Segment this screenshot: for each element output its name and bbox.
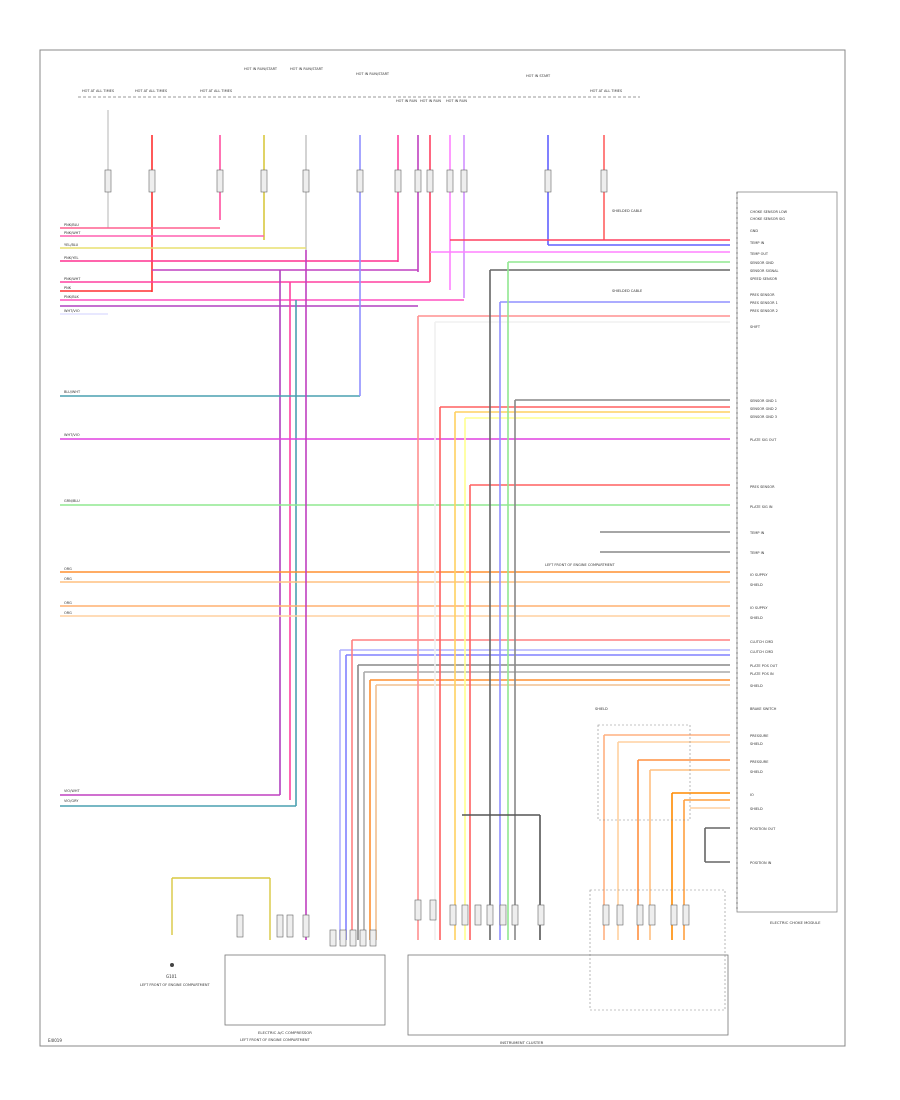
wire-label: WHT/VIO	[64, 433, 80, 437]
ecm-pin: SHIELD	[750, 770, 763, 774]
ecm-pin: PRES SENSOR 1	[750, 301, 778, 305]
ecm-pin: SHIELD	[750, 742, 763, 746]
ecm-pin: POSITION OUT	[750, 827, 776, 831]
wire-label: YEL/BLU	[64, 243, 79, 247]
fuse-labels: HOT AT ALL TIMES HOT AT ALL TIMES HOT AT…	[82, 67, 623, 103]
shield-boxes	[589, 724, 726, 1011]
ecm-pin: TEMP OUT	[749, 252, 769, 256]
fuse-label: HOT IN RUN	[396, 99, 417, 103]
bottom-connectors	[236, 899, 690, 947]
ecm-pin: PRES SENSOR 2	[750, 309, 778, 313]
ecm-pin: SHIFT	[750, 325, 761, 329]
ground-label: G101	[166, 974, 177, 979]
wire-label: BLU/WHT	[64, 390, 81, 394]
ac-compressor-location: LEFT FRONT OF ENGINE COMPARTMENT	[240, 1038, 310, 1042]
ecm-pin: TEMP IN	[749, 241, 765, 245]
fuse-label: HOT AT ALL TIMES	[200, 89, 233, 93]
fuse-label: HOT IN RUN/START	[290, 67, 324, 71]
wire-label: PNK/YEL	[64, 256, 79, 260]
ecm-block	[736, 191, 838, 913]
ecm-pin: PRESSURE	[750, 734, 768, 738]
fuse-label: HOT IN START	[526, 74, 551, 78]
ecm-pin: SENSOR SIGNAL	[750, 269, 779, 273]
ecm-pin-labels: CHOKE SENSOR LOW CHOKE SENSOR SIG GND TE…	[749, 210, 788, 865]
wire-label: VIO/GRY	[64, 799, 79, 803]
figure-id: E4I019	[48, 1038, 62, 1043]
fuse-label: HOT IN RUN	[446, 99, 467, 103]
ground-desc: LEFT FRONT OF ENGINE COMPARTMENT	[140, 983, 210, 987]
wire-label: PNK/WHT	[64, 277, 81, 281]
mid-harness	[60, 220, 730, 807]
top-harness	[60, 227, 464, 806]
ac-compressor-label: ELECTRIC A/C COMPRESSOR	[258, 1030, 312, 1035]
ecm-pin: CLUTCH CMD	[750, 640, 773, 644]
wire-label: PNK/BLU	[64, 223, 79, 227]
ecm-pin: PRES SENSOR	[750, 293, 775, 297]
ecm-pin: PRES SENSOR	[750, 485, 775, 489]
fuse-label: HOT AT ALL TIMES	[590, 89, 623, 93]
ecm-pin: GND	[750, 229, 758, 233]
ecm-label: ELECTRIC CHOKE MODULE	[770, 920, 821, 925]
wire-label: ORG	[64, 601, 72, 605]
cluster-trunks	[305, 250, 541, 940]
ecm-pin: SHIELD	[750, 684, 763, 688]
ecm-pin: TEMP IN	[749, 551, 765, 555]
ecm-pin: SENSOR GND 3	[750, 415, 777, 419]
ground-circuit	[170, 877, 271, 967]
diagram-border	[39, 49, 846, 1047]
wire-label: PNK/BLK	[64, 295, 80, 299]
ecm-pin: PRESSURE	[750, 760, 768, 764]
wire-label: PNK/WHT	[64, 231, 81, 235]
ecm-pin: SHIELD	[750, 807, 763, 811]
ecm-pin: SHIELD	[750, 583, 763, 587]
annotation: LEFT FRONT OF ENGINE COMPARTMENT	[545, 563, 615, 567]
ecm-pin: SENSOR GND 1	[750, 399, 777, 403]
annotation: SHIELD	[595, 707, 608, 711]
ecm-pin: CLUTCH CMD	[750, 650, 773, 654]
fuse-label: HOT IN RUN/START	[244, 67, 278, 71]
ecm-pin: IO SUPPLY	[750, 573, 768, 577]
ecm-pin: POSITION IN	[750, 861, 772, 865]
ecm-pin: IO	[750, 793, 754, 797]
ecm-pin: SHIELD	[750, 616, 763, 620]
ecm-harness	[340, 239, 730, 686]
ecm-pin: SENSOR GND 2	[750, 407, 777, 411]
wire-label: GRN/BLU	[64, 499, 80, 503]
module-outlines	[224, 954, 729, 1036]
wire-label: PNK	[64, 286, 72, 290]
ecm-pin: BRAKE SWITCH	[750, 707, 777, 711]
annotation: SHIELDED CABLE	[612, 209, 642, 213]
fuse-label: HOT AT ALL TIMES	[135, 89, 168, 93]
ecm-pin: CHOKE SENSOR SIG	[750, 217, 785, 221]
annotation: SHIELDED CABLE	[612, 289, 642, 293]
ecm-pin: CHOKE SENSOR LOW	[750, 210, 788, 214]
ecm-pin: SENSOR GND	[750, 261, 774, 265]
ecm-pin: PLATE POS OUT	[750, 664, 778, 668]
wire-label: WHT/VIO	[64, 309, 80, 313]
ecm-pin: IO SUPPLY	[750, 606, 768, 610]
ecm-pin: TEMP IN	[749, 531, 765, 535]
ecm-pin: PLATE POS IN	[750, 672, 774, 676]
left-wire-labels: PNK/BLU PNK/WHT YEL/BLU PNK/YEL PNK/WHT …	[64, 223, 81, 803]
wire-label: VIO/WHT	[64, 789, 80, 793]
wire-label: ORG	[64, 611, 72, 615]
instrument-cluster-label: INSTRUMENT CLUSTER	[500, 1040, 544, 1045]
ecm-pin: PLATE SIG OUT	[750, 438, 777, 442]
fuse-label: HOT AT ALL TIMES	[82, 89, 115, 93]
fuse-label: HOT IN RUN	[420, 99, 441, 103]
wire-label: ORG	[64, 567, 72, 571]
wire-label: ORG	[64, 577, 72, 581]
fuse-label: HOT IN RUN/START	[356, 72, 390, 76]
ecm-pin: SPEED SENSOR	[750, 277, 778, 281]
ecm-pin: PLATE SIG IN	[750, 505, 773, 509]
fuse-blocks	[104, 169, 608, 193]
